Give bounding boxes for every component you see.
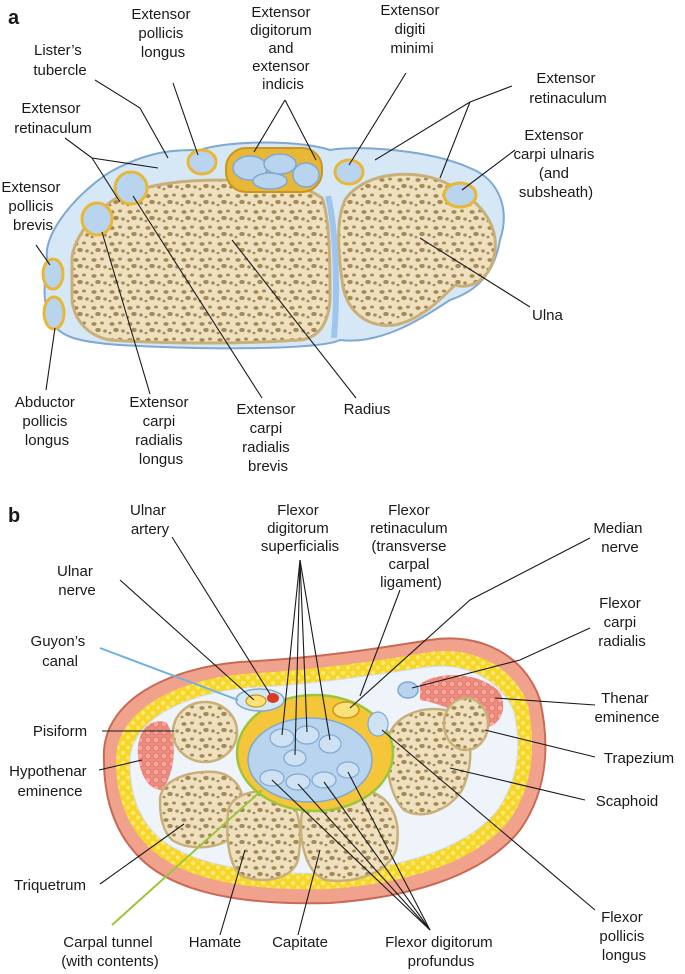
label-extensor-pollicis-brevis: Extensor pollicis brevis [1, 179, 64, 234]
ulnar-nerve-shape [245, 694, 267, 708]
panel-a-letter: a [8, 7, 20, 29]
label-ulna: Ulna [532, 307, 564, 324]
label-flexor-carpi-radialis: Flexor carpi radialis [598, 595, 646, 650]
panel-b-leader-lines [98, 536, 596, 936]
label-hypothenar-eminence: Hypothenar eminence [9, 763, 91, 800]
label-extensor-digitorum: Extensor digitorum and extensor indicis [250, 4, 316, 93]
fdp-tendon-2 [285, 773, 311, 791]
label-flexor-pollicis-longus: Flexor pollicis longus [599, 909, 648, 964]
tendon-extensor-carpi-ulnaris [442, 181, 478, 209]
fpl-tendon [367, 711, 389, 737]
label-hamate: Hamate [189, 934, 242, 951]
distal-radioulnar-joint [325, 195, 339, 339]
label-carpal-tunnel: Carpal tunnel (with contents) [61, 934, 159, 970]
label-extensor-pollicis-longus: Extensor pollicis longus [131, 6, 194, 61]
fdp-tendon-3 [311, 771, 337, 789]
label-flexor-retinaculum: Flexor retinaculum (transverse carpal li… [370, 502, 452, 591]
tendon-compartments [41, 147, 478, 331]
fcr-tendon-shape [397, 681, 419, 699]
label-scaphoid: Scaphoid [596, 793, 659, 810]
panel-b-letter: b [8, 505, 20, 527]
ulnar-artery-shape [267, 693, 279, 703]
label-radius: Radius [344, 401, 391, 418]
panel-a: a [1, 2, 606, 475]
tendon-extensor-pollicis-longus [186, 148, 218, 176]
fdp-tendon-1 [259, 769, 285, 787]
tendon-extensor-digitorum-4 [252, 172, 288, 190]
tendon-extensor-digitorum-2 [263, 153, 297, 175]
label-abductor-pollicis-longus: Abductor pollicis longus [15, 394, 79, 449]
label-guyons-canal: Guyon’s canal [31, 633, 90, 670]
ulna-bone [337, 172, 497, 327]
label-extensor-carpi-radialis-longus: Extensor carpi radialis longus [129, 394, 192, 468]
tendon-extensor-digiti-minimi [333, 158, 365, 186]
label-extensor-carpi-radialis-brevis: Extensor carpi radialis brevis [236, 401, 299, 475]
label-triquetrum: Triquetrum [14, 877, 86, 894]
fds-tendon-3 [318, 734, 342, 754]
panel-b: b [8, 502, 674, 970]
carpal-tunnel-pointer [111, 789, 263, 926]
label-trapezium: Trapezium [604, 750, 674, 767]
tendon-extensor-pollicis-brevis [41, 257, 65, 291]
label-capitate: Capitate [272, 934, 328, 951]
label-ulnar-artery: Ulnar artery [130, 502, 170, 538]
label-extensor-digiti-minimi: Extensor digiti minimi [380, 2, 443, 57]
label-flexor-digitorum-superficialis: Flexor digitorum superficialis [261, 502, 339, 555]
tendon-extensor-carpi-radialis-brevis [113, 170, 149, 206]
fdp-tendon-4 [336, 761, 360, 779]
median-nerve-shape [332, 701, 360, 719]
tendon-abductor-pollicis-longus [42, 295, 66, 331]
label-extensor-retinaculum-left: Extensor retinaculum [14, 100, 92, 137]
label-pisiform: Pisiform [33, 723, 87, 740]
label-ulnar-nerve: Ulnar nerve [57, 563, 97, 599]
flexor-tendons [259, 711, 389, 791]
label-flexor-digitorum-profundus: Flexor digitorum profundus [385, 934, 497, 970]
trapezium-bone [442, 696, 490, 752]
pisiform-bone [171, 700, 239, 764]
label-median-nerve: Median nerve [593, 520, 646, 556]
label-extensor-retinaculum-right: Extensor retinaculum [529, 70, 607, 107]
tendon-extensor-digitorum-3 [292, 162, 320, 188]
label-thenar-eminence: Thenar eminence [594, 690, 659, 726]
guyons-canal-pointer [99, 647, 239, 701]
label-extensor-carpi-ulnaris: Extensor carpi ulnaris (and subsheath) [513, 127, 598, 201]
tendon-extensor-carpi-radialis-longus [80, 201, 114, 237]
fds-tendon-1 [269, 728, 295, 748]
hypothenar-muscle [137, 721, 174, 790]
label-listers-tubercle: Lister’s tubercle [33, 42, 86, 79]
panel-a-leader-lines [35, 72, 531, 399]
